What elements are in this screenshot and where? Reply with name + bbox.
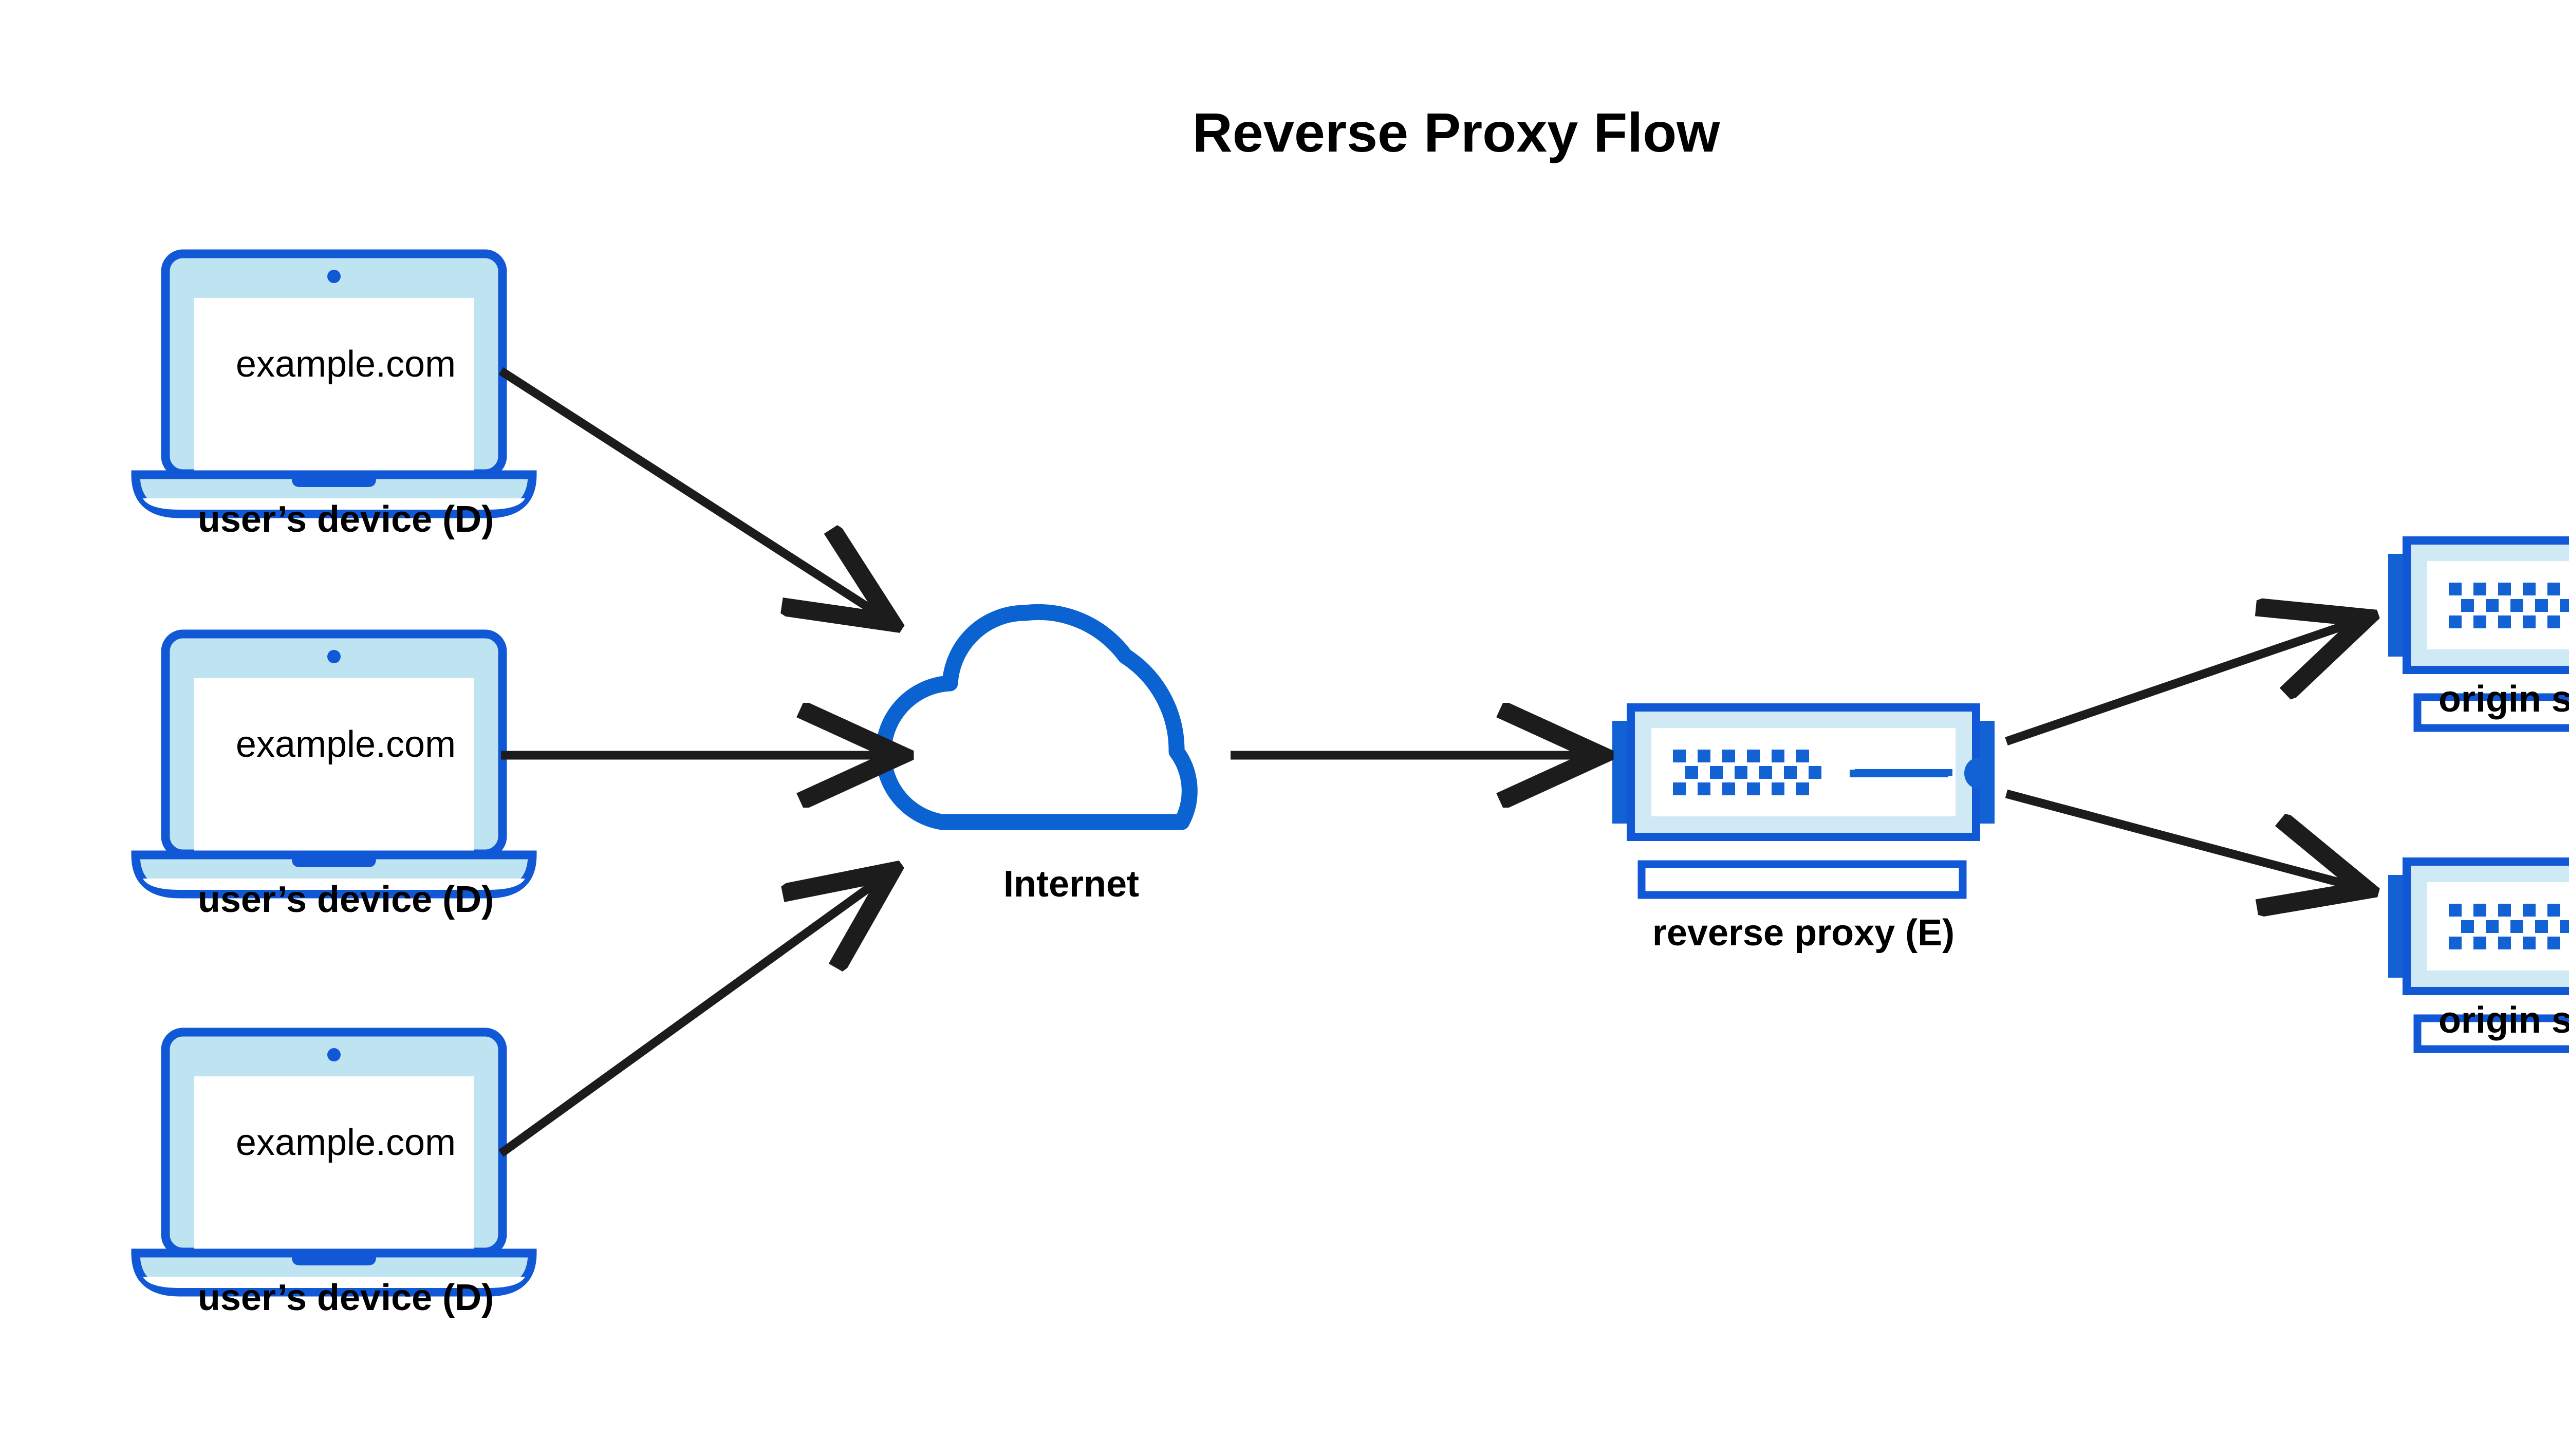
internet-node[interactable]: Internet	[875, 604, 1198, 905]
origin-server-label-top: origin server (F)	[2438, 679, 2569, 720]
edge-proxy-to-origin-bottom	[2005, 789, 2363, 889]
client-label-bottom: user’s device (D)	[198, 1277, 494, 1318]
reverse-proxy-label: reverse proxy (E)	[1652, 912, 1954, 954]
laptop-screen-text: example.com	[236, 1122, 456, 1163]
client-node-top[interactable]: example.com user’s device (D)	[136, 254, 532, 540]
internet-label: Internet	[1003, 864, 1139, 905]
server-shelf	[1637, 860, 1967, 899]
edge-client-top-to-internet	[498, 367, 889, 621]
reverse-proxy-node[interactable]: reverse proxy (E)	[1612, 703, 1995, 954]
laptop-screen-text: example.com	[236, 724, 456, 765]
server-shelf	[2413, 1014, 2569, 1053]
edge-proxy-to-origin-top	[2005, 619, 2363, 746]
origin-server-node-top[interactable]: origin server (F)	[2388, 536, 2569, 732]
origin-server-node-bottom[interactable]: origin server (F)	[2388, 857, 2569, 1053]
server-shelf	[2413, 693, 2569, 732]
server-status-bar	[1850, 770, 1948, 777]
server-icon	[2388, 857, 2569, 995]
server-icon	[2388, 536, 2569, 674]
client-label-top: user’s device (D)	[198, 499, 494, 540]
laptop-screen-text: example.com	[236, 344, 456, 385]
edge-client-bottom-to-internet	[498, 873, 889, 1157]
page-title: Reverse Proxy Flow	[1193, 101, 1720, 163]
client-node-bottom[interactable]: example.com user’s device (D)	[136, 1032, 532, 1318]
cloud-icon	[875, 604, 1198, 830]
client-node-middle[interactable]: example.com user’s device (D)	[136, 634, 532, 920]
origin-server-label-bottom: origin server (F)	[2438, 1000, 2569, 1041]
server-status-indicator	[1964, 758, 1992, 789]
client-label-middle: user’s device (D)	[198, 879, 494, 920]
